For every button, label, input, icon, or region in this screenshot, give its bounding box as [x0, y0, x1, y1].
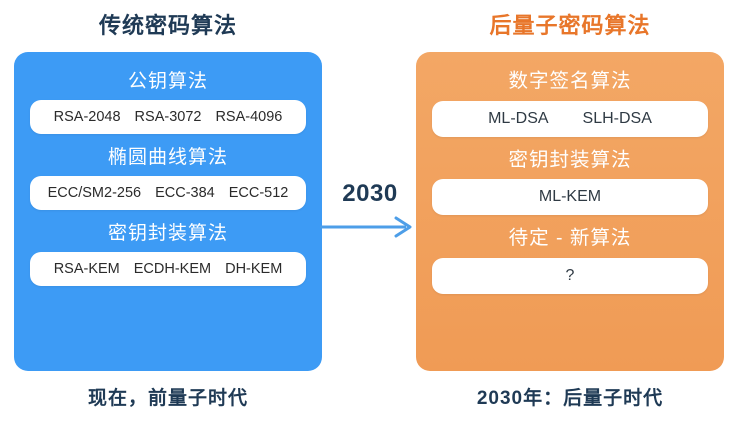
algorithm-item: RSA-3072 — [134, 109, 202, 125]
algorithm-item: ML-DSA — [488, 109, 549, 127]
algorithm-item: ML-KEM — [538, 188, 602, 205]
section-label-kem-pqc: 密钥封装算法 — [508, 148, 632, 171]
section-label-elliptic-curve: 椭圆曲线算法 — [107, 147, 228, 168]
transition-year-label: 2030 — [342, 180, 398, 207]
algorithm-pill-kem-pqc: ML-KEM — [432, 179, 708, 215]
algorithm-pill-pending-new: ? — [432, 257, 708, 294]
algorithm-item: ECC-512 — [228, 185, 289, 201]
legacy-column-title: 传统密码算法 — [98, 13, 237, 38]
algorithm-pill-kem-legacy: RSA-KEM ECDH-KEM DH-KEM — [30, 252, 306, 286]
pqc-era-caption: 2030年：后量子时代 — [476, 388, 664, 409]
section-label-kem-legacy: 密钥封装算法 — [107, 223, 228, 244]
algorithm-item: ECC/SM2-256 — [47, 185, 142, 201]
section-label-public-key: 公钥算法 — [127, 71, 208, 92]
pqc-column-title: 后量子密码算法 — [489, 13, 651, 38]
algorithm-item: DH-KEM — [225, 261, 283, 277]
algorithm-item: ECDH-KEM — [133, 261, 212, 277]
algorithm-item: ? — [565, 266, 575, 284]
algorithm-item: SLH-DSA — [582, 109, 652, 127]
algorithm-item: RSA-2048 — [53, 109, 121, 125]
legacy-algorithms-panel: 公钥算法 RSA-2048 RSA-3072 RSA-4096 椭圆曲线算法 E… — [14, 52, 322, 371]
algorithm-pill-elliptic-curve: ECC/SM2-256 ECC-384 ECC-512 — [30, 176, 306, 210]
legacy-era-caption: 现在，前量子时代 — [87, 388, 248, 409]
algorithm-pill-public-key: RSA-2048 RSA-3072 RSA-4096 — [30, 100, 306, 134]
section-label-digital-signature: 数字签名算法 — [508, 70, 632, 92]
arrow-right-icon — [320, 216, 412, 238]
algorithm-item: RSA-4096 — [215, 109, 283, 125]
pqc-algorithms-panel: 数字签名算法 ML-DSA SLH-DSA 密钥封装算法 ML-KEM 待定 -… — [416, 52, 724, 371]
algorithm-item: RSA-KEM — [53, 261, 120, 277]
transition-arrow-group: 2030 — [320, 180, 418, 250]
algorithm-item: ECC-384 — [155, 185, 215, 201]
algorithm-pill-digital-signature: ML-DSA SLH-DSA — [432, 100, 708, 137]
section-label-pending-new: 待定 - 新算法 — [508, 227, 632, 249]
